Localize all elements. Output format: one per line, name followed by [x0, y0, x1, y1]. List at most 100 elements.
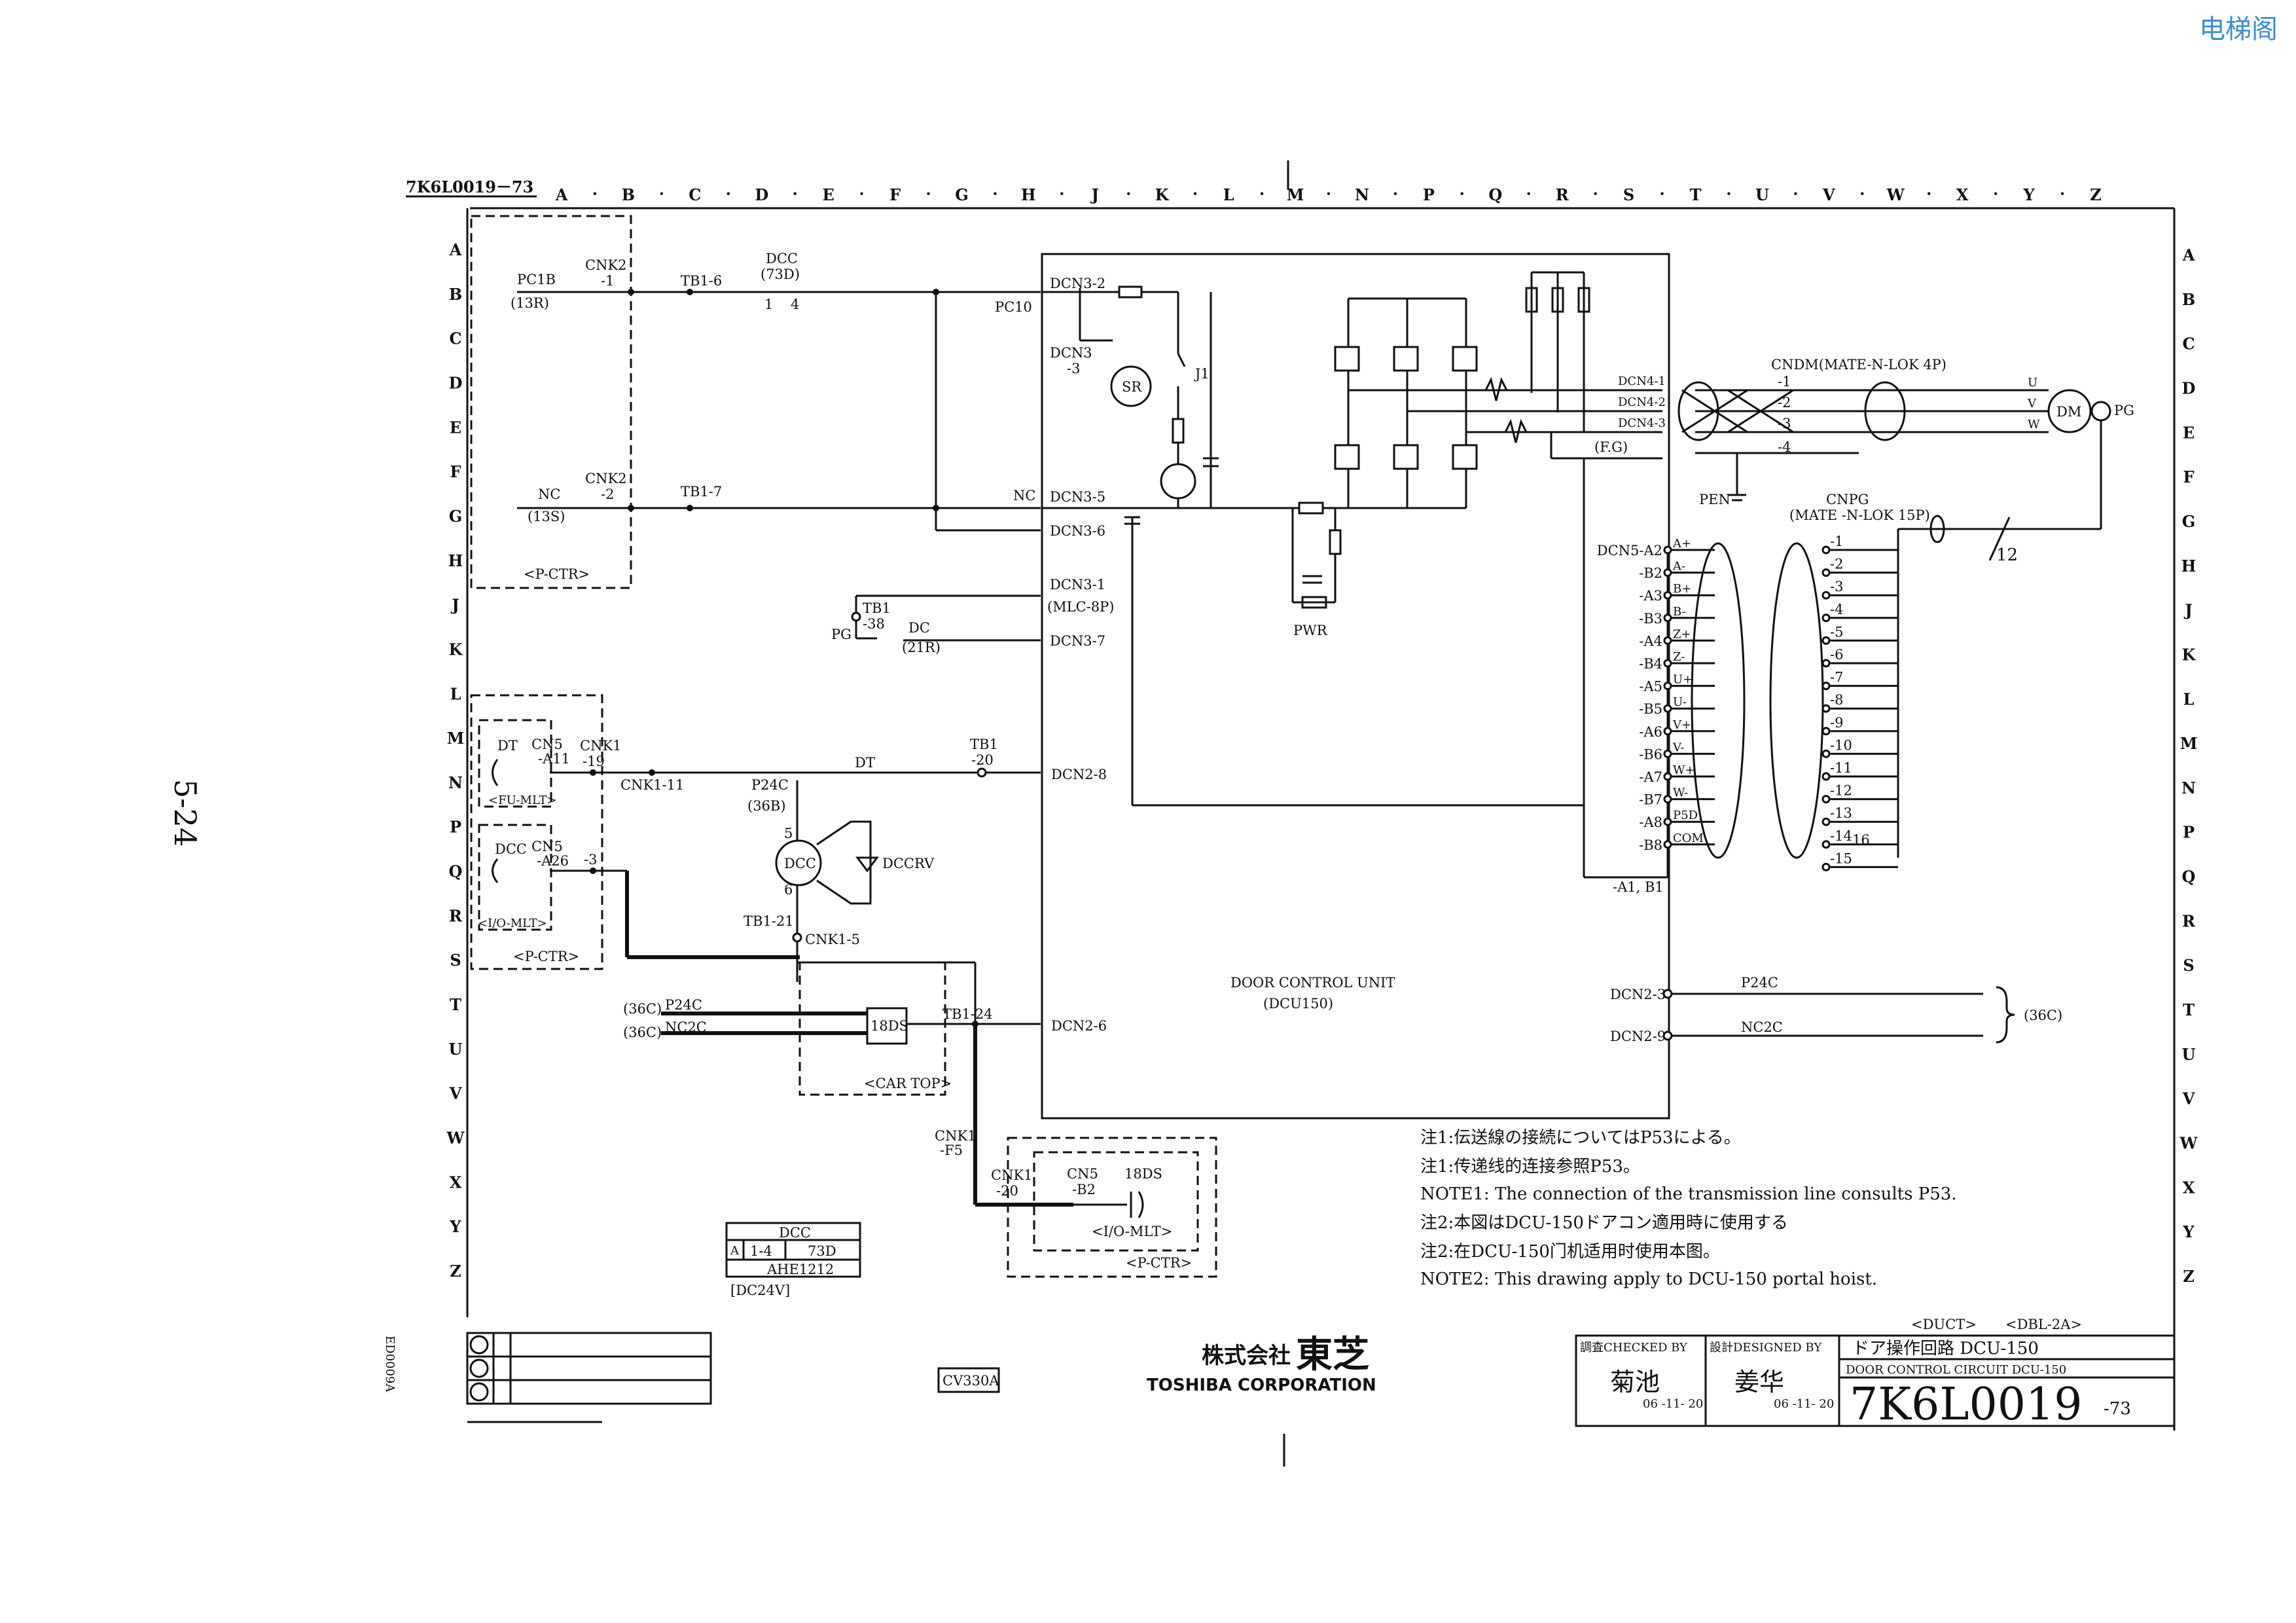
grid-row-right-E: E — [2183, 423, 2195, 442]
label-36c-right: (36C) — [2024, 1008, 2062, 1023]
label-tb1-20a: TB1 — [970, 737, 998, 752]
grid-row-left-D: D — [449, 373, 463, 392]
left-dashed-boxes — [470, 215, 1217, 1278]
checked-label: 調査CHECKED BY — [1580, 1341, 1688, 1355]
side-code: ED0009A — [383, 1336, 397, 1393]
legend-ref: 73D — [808, 1243, 836, 1259]
grid-col-sep: · — [1592, 184, 1598, 203]
company-en: TOSHIBA CORPORATION — [1147, 1376, 1376, 1395]
signal-label: A+ — [1672, 537, 1691, 551]
dcn5-pin — [1663, 840, 1672, 849]
dcn5-pin — [1663, 795, 1672, 804]
grid-col-sep: · — [925, 184, 931, 203]
signal-label: COM — [1673, 831, 1704, 845]
grid-row-right-T: T — [2183, 1000, 2195, 1019]
label-cndm-4: -4 — [1778, 439, 1791, 455]
label-cnpg1: CNPG — [1826, 492, 1869, 507]
label-dcn4-2: DCN4-2 — [1618, 395, 1666, 409]
cnpg-pin — [1821, 636, 1831, 645]
label-tb1-38a: TB1 — [863, 600, 891, 616]
cnpg-pin — [1821, 545, 1831, 555]
note-2-jp: 注2:本図はDCU-150ドアコン適用時に使用する — [1420, 1213, 1788, 1233]
label-pen: PEN — [1699, 492, 1731, 507]
dcn5-pin — [1663, 727, 1672, 736]
grid-row-left-Y: Y — [449, 1217, 461, 1236]
dcn5-label: -A5 — [1639, 679, 1662, 695]
label-p24c: P24C — [751, 777, 789, 793]
label-dcn2-8: DCN2-8 — [1051, 767, 1107, 782]
grid-col-sep: · — [726, 184, 731, 203]
note-2-cn: 注2:在DCU-150门机适用时使用本图。 — [1420, 1242, 1720, 1262]
label-io-mlt: <I/O-MLT> — [478, 917, 547, 930]
dcn5-label: -B8 — [1639, 837, 1662, 853]
grid-row-right-V: V — [2182, 1089, 2195, 1108]
grid-col-sep: · — [1259, 184, 1265, 203]
grid-col-D: D — [755, 185, 768, 204]
label-tb1-24: TB1-24 — [942, 1006, 993, 1022]
dcn5-label: -A6 — [1639, 724, 1662, 740]
grid-col-sep: · — [659, 184, 664, 203]
label-p24c-ref: (36B) — [747, 798, 786, 814]
grid-col-N: N — [1355, 185, 1369, 204]
grid-col-sep: · — [1659, 184, 1664, 203]
cnpg-pin — [1821, 840, 1831, 849]
grid-row-right-N: N — [2181, 778, 2196, 797]
label-w: W — [2028, 418, 2040, 431]
grid-row-right-C: C — [2182, 335, 2195, 354]
grid-row-left-C: C — [449, 329, 461, 348]
label-18ds-b: 18DS — [1124, 1166, 1162, 1182]
left-components — [492, 289, 1144, 1218]
grid-col-T: T — [1690, 185, 1702, 204]
grid-col-sep: · — [2060, 184, 2065, 203]
grid-col-W: W — [1886, 185, 1905, 204]
cnpg-pin-label: -12 — [1830, 783, 1852, 799]
label-cnk2-1b: -1 — [601, 273, 614, 289]
grid-row-left-L: L — [450, 684, 461, 703]
label-dcn3-7: DCN3-7 — [1050, 633, 1105, 649]
label-coil-6: 6 — [784, 882, 793, 898]
grid-row-right-Z: Z — [2183, 1267, 2195, 1286]
signal-label: V- — [1672, 740, 1684, 754]
grid-col-sep: · — [592, 184, 598, 203]
label-dcn2-6: DCN2-6 — [1051, 1018, 1107, 1034]
grid-col-sep: · — [1859, 184, 1865, 203]
label-fg: (F.G) — [1594, 439, 1628, 455]
grid-col-F: F — [889, 185, 901, 204]
grid-row-left-E: E — [450, 418, 461, 437]
grid-row-left-H: H — [448, 551, 463, 570]
title-block: CV330A 株式会社 東芝 TOSHIBA CORPORATION <DUCT… — [937, 1317, 2176, 1431]
grid-row-right-B: B — [2182, 290, 2195, 309]
label-io-mlt-b: <I/O-MLT> — [1092, 1224, 1172, 1239]
door-signal-outputs — [1662, 986, 2015, 1044]
label-cnk1-20a: CNK1 — [991, 1167, 1033, 1183]
label-p24c-36c: (36C) — [623, 1001, 662, 1017]
label-nc: NC — [538, 486, 560, 502]
label-duct: <DUCT> — [1911, 1317, 1977, 1332]
label-cnk1-20b: -20 — [996, 1183, 1018, 1199]
label-cnk2-1: CNK2 — [585, 257, 627, 273]
grid-col-P: P — [1423, 185, 1435, 204]
label-dcn2-3: DCN2-3 — [1610, 987, 1666, 1002]
grid-row-right-L: L — [2183, 689, 2195, 708]
label-cnk2-2b: -2 — [601, 486, 614, 502]
cnpg-pin-label: -4 — [1830, 602, 1843, 617]
label-dcc-contact-ref: (73D) — [761, 266, 800, 282]
label-j1: J1 — [1194, 366, 1210, 382]
label-tb1-21: TB1-21 — [744, 913, 794, 929]
grid-row-left-U: U — [449, 1040, 463, 1059]
dcc-legend-box: DCC A 1-4 73D AHE1212 [DC24V] — [725, 1222, 861, 1298]
signal-label: B- — [1673, 605, 1686, 619]
grid-col-Q: Q — [1488, 185, 1502, 204]
label-fu-mlt: <FU-MLT> — [488, 793, 557, 807]
label-pc1b-ref: (13R) — [511, 295, 549, 311]
rev-code: CV330A — [942, 1373, 999, 1389]
label-mlc: (MLC-8P) — [1047, 599, 1115, 615]
label-u: U — [2028, 376, 2037, 390]
signal-label: Z+ — [1673, 627, 1691, 641]
grid-row-right-U: U — [2182, 1045, 2196, 1064]
cnpg-pin-label: -11 — [1830, 760, 1852, 776]
label-nc2c-right: NC2C — [1741, 1019, 1783, 1035]
dcn5-pin — [1663, 772, 1672, 781]
